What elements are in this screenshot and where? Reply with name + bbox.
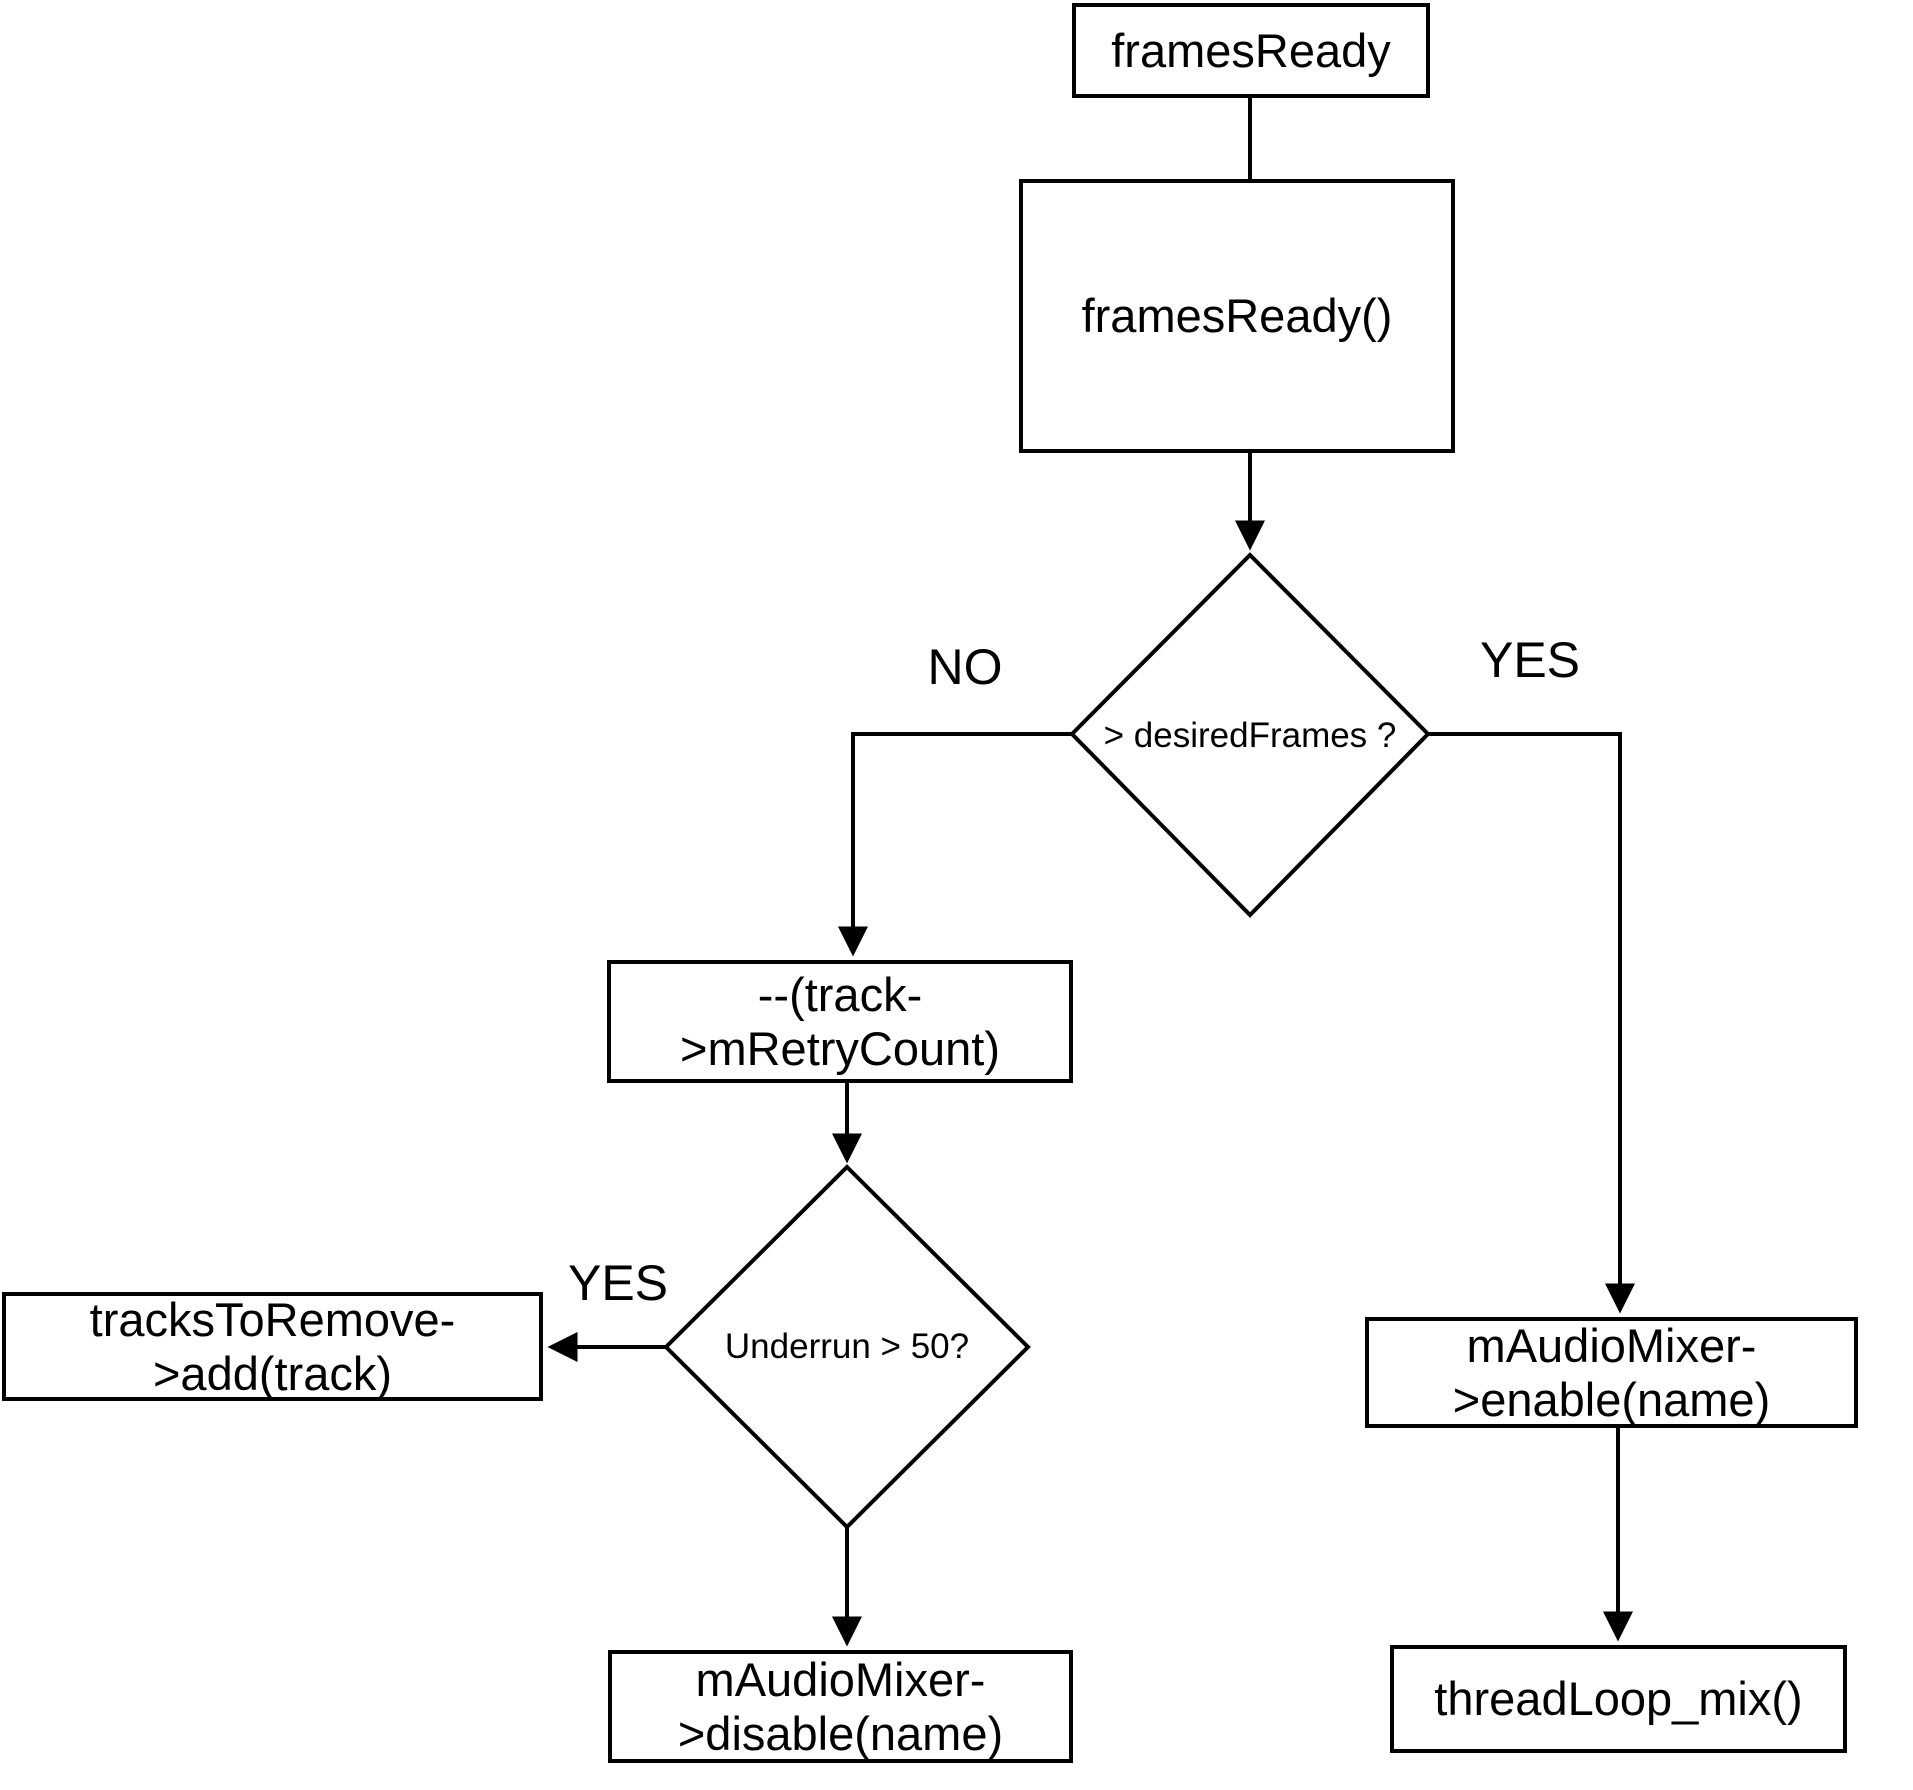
node-thread-loop-label: threadLoop_mix() [1434, 1672, 1803, 1725]
node-mixer-disable-label-line2: >disable(name) [677, 1706, 1004, 1760]
node-tracks-to-remove: tracksToRemove- >add(track) [2, 1292, 543, 1401]
decision-desired-frames-label: > desiredFrames ? [1103, 716, 1397, 755]
node-retry-count-label-line1: --(track- [757, 967, 923, 1021]
node-mixer-enable-label-line2: >enable(name) [1452, 1372, 1771, 1426]
node-mixer-disable-label-line1: mAudioMixer- [695, 1652, 986, 1706]
connector-desired-yes-branch [1428, 732, 1635, 1314]
node-frames-ready-fn-label: framesReady() [1081, 289, 1393, 342]
node-frames-ready: framesReady [1072, 3, 1430, 98]
node-thread-loop: threadLoop_mix() [1390, 1645, 1847, 1753]
node-mixer-enable: mAudioMixer- >enable(name) [1365, 1317, 1858, 1428]
node-frames-ready-label: framesReady [1111, 23, 1391, 77]
decision-underrun-shape [663, 1164, 1031, 1530]
node-retry-count: --(track- >mRetryCount) [607, 960, 1073, 1083]
node-frames-ready-fn: framesReady() [1019, 179, 1455, 453]
decision-underrun-label: Underrun > 50? [724, 1327, 970, 1366]
node-retry-count-label-line2: >mRetryCount) [680, 1021, 1000, 1075]
node-mixer-enable-label-line1: mAudioMixer- [1466, 1318, 1757, 1372]
node-tracks-to-remove-label-line1: tracksToRemove- [89, 1292, 456, 1346]
connector-desired-no-branch [838, 732, 1072, 957]
label-yes-left: YES [567, 1255, 669, 1311]
label-yes-right: YES [1479, 632, 1581, 688]
decision-desired-frames-shape [1069, 552, 1431, 918]
node-mixer-disable: mAudioMixer- >disable(name) [608, 1650, 1073, 1763]
node-tracks-to-remove-label-line2: >add(track) [152, 1346, 393, 1400]
label-no: NO [927, 639, 1003, 695]
